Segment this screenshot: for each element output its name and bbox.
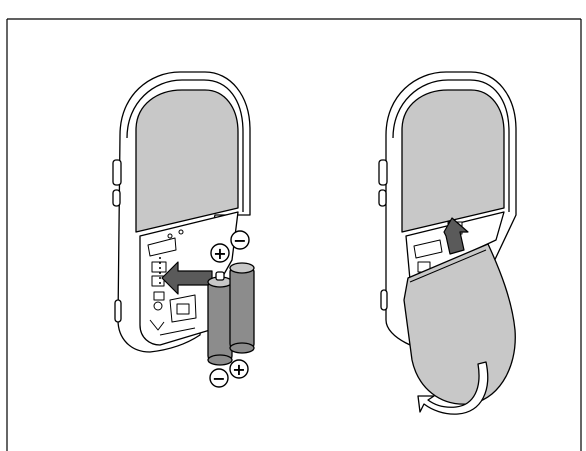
svg-text:+: + xyxy=(213,244,226,263)
battery-left xyxy=(208,272,232,365)
svg-text:−: − xyxy=(233,231,246,250)
left-side-button-3 xyxy=(115,300,121,322)
right-side-button-2 xyxy=(379,190,386,206)
right-side-button-3 xyxy=(381,290,387,310)
polarity-plus-top: + xyxy=(211,244,229,263)
svg-text:+: + xyxy=(232,360,245,379)
polarity-minus-top: − xyxy=(231,231,249,250)
right-side-button-1 xyxy=(379,160,387,185)
svg-text:−: − xyxy=(212,369,225,388)
polarity-plus-bottom: + xyxy=(230,360,248,379)
right-device-top-panel xyxy=(402,90,504,232)
polarity-minus-bottom: − xyxy=(210,369,228,388)
left-side-button-1 xyxy=(113,160,121,185)
battery-right xyxy=(230,263,254,353)
left-device-top-panel xyxy=(136,90,238,232)
left-side-button-2 xyxy=(113,190,120,206)
